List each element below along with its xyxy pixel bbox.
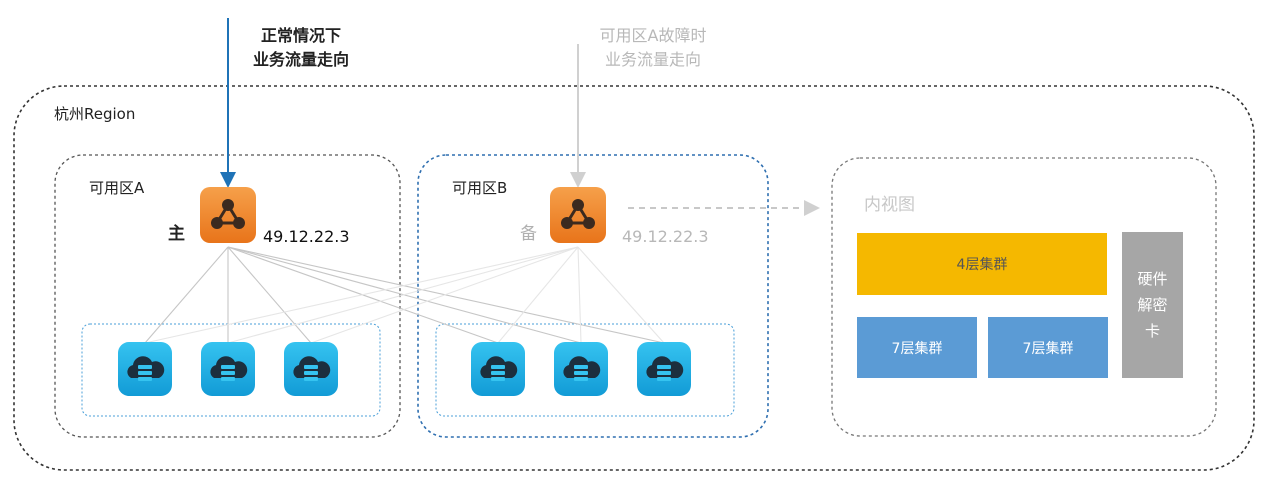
zone-b-frame — [417, 154, 769, 438]
primary-role-label: 主 — [168, 224, 185, 244]
cloud-server-icon[interactable] — [469, 340, 527, 402]
inner-view-frame — [831, 157, 1217, 437]
layer7-cluster-right: 7层集群 — [988, 317, 1108, 378]
failover-flow-caption: 可用区A故障时 业务流量走向 — [599, 26, 707, 69]
region-frame — [13, 85, 1255, 471]
zone-a-label: 可用区A — [89, 179, 145, 197]
normal-flow-caption: 正常情况下 业务流量走向 — [252, 26, 349, 69]
region-label: 杭州Region — [54, 105, 136, 123]
cloud-server-icon[interactable] — [282, 340, 340, 402]
hardware-decryption-card: 硬件 解密 卡 — [1122, 232, 1183, 378]
layer4-cluster: 4层集群 — [857, 233, 1107, 295]
share-network-icon[interactable] — [548, 185, 608, 249]
cloud-server-icon[interactable] — [635, 340, 693, 402]
zone-a-ip: 49.12.22.3 — [263, 227, 350, 246]
lb-b-connections — [144, 246, 665, 344]
zone-b-label: 可用区B — [452, 179, 508, 197]
cloud-server-icon[interactable] — [552, 340, 610, 402]
server-group-b — [435, 323, 735, 417]
cloud-server-icon[interactable] — [116, 340, 174, 402]
cloud-server-icon[interactable] — [199, 340, 257, 402]
share-network-icon[interactable] — [198, 185, 258, 249]
standby-role-label: 备 — [520, 224, 537, 244]
layer7-cluster-left: 7层集群 — [857, 317, 977, 378]
zone-b-ip: 49.12.22.3 — [622, 227, 709, 246]
inner-view-title: 内视图 — [864, 195, 915, 215]
